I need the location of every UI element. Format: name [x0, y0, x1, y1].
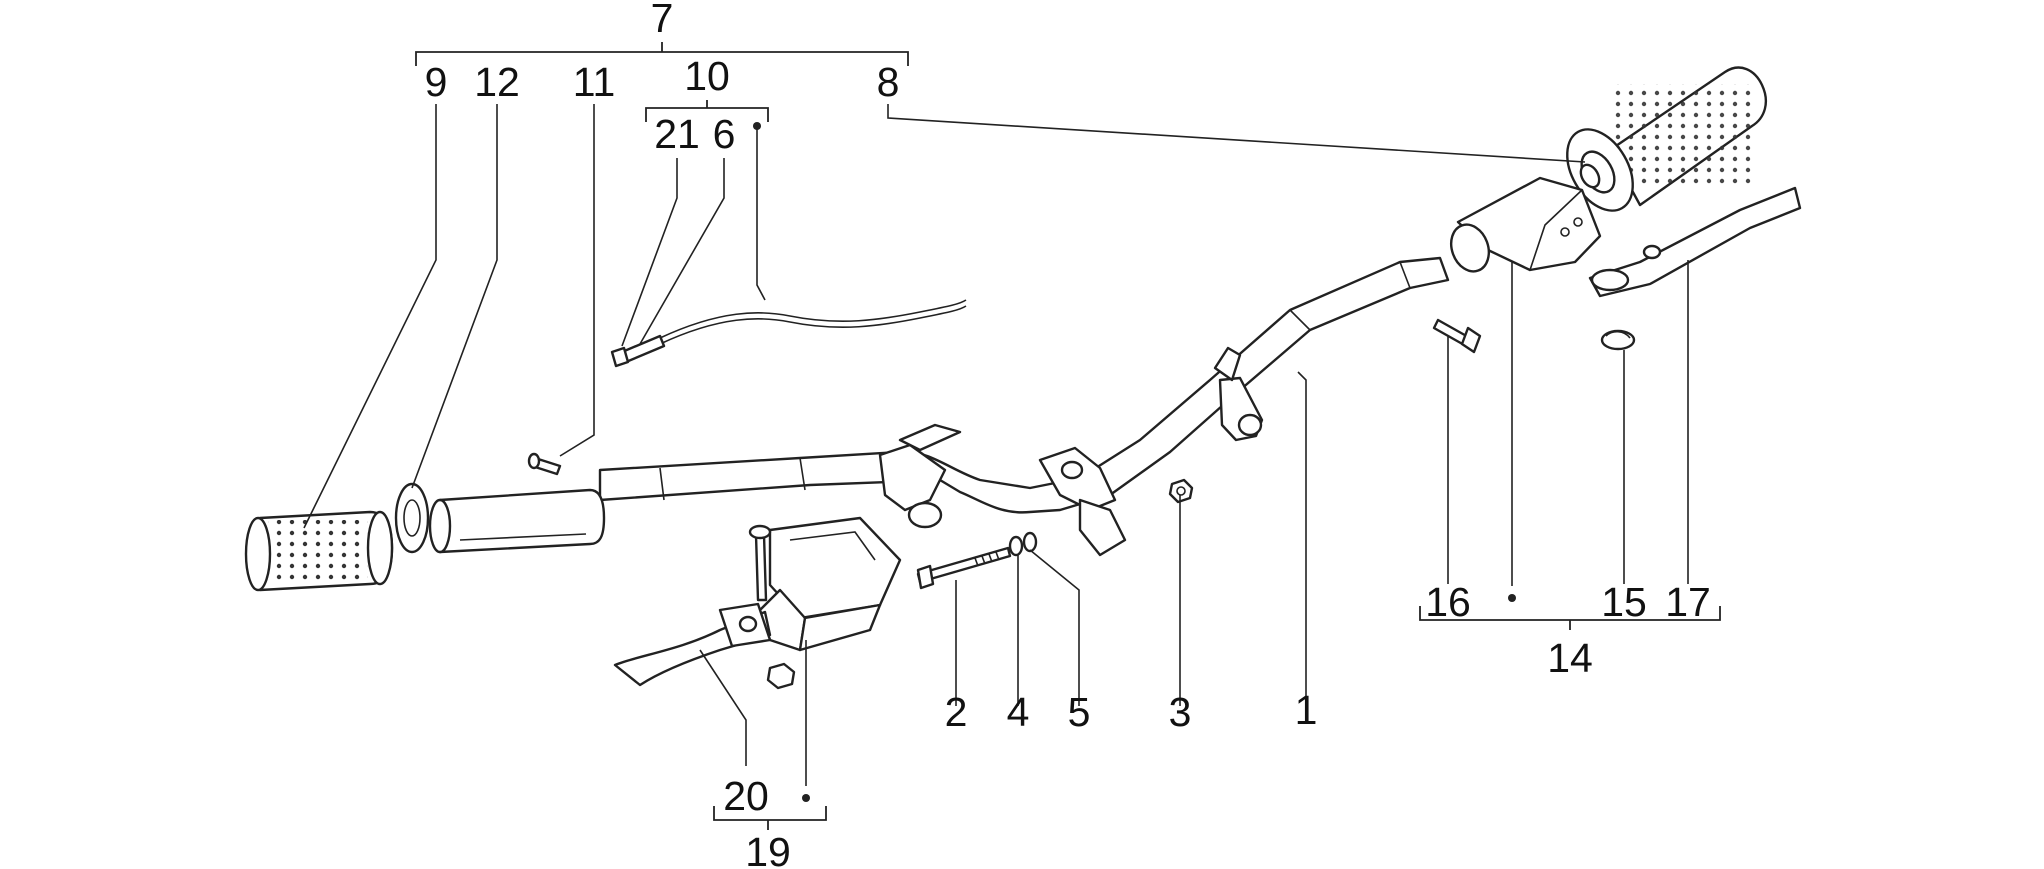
left-grip [244, 510, 394, 592]
label-4: 4 [1007, 689, 1030, 735]
label-5: 5 [1068, 689, 1091, 735]
label-19: 19 [745, 829, 791, 869]
group-bracket-19 [713, 806, 827, 830]
label-16: 16 [1425, 579, 1471, 625]
right-lever [1588, 186, 1802, 298]
nut [1168, 478, 1194, 504]
label-7: 7 [651, 0, 674, 41]
label-3: 3 [1169, 689, 1192, 735]
label-9: 9 [425, 59, 448, 105]
label-12: 12 [474, 59, 520, 105]
group-bracket-14 [1419, 606, 1721, 630]
label-11: 11 [573, 59, 616, 105]
washer-4 [1008, 535, 1024, 557]
right-grip [1566, 66, 1767, 212]
brake-lever [613, 602, 772, 687]
throttle-cable [610, 299, 967, 368]
label-14: 14 [1547, 635, 1593, 681]
group-bracket-10 [645, 100, 769, 122]
label-1: 1 [1295, 687, 1318, 733]
label-10: 10 [684, 53, 730, 99]
label-6: 6 [713, 111, 736, 157]
long-bolt [916, 546, 1012, 590]
leader-lines [303, 104, 1689, 786]
label-21: 21 [654, 111, 700, 157]
label-2: 2 [945, 689, 968, 735]
lever-spring [1600, 329, 1636, 351]
right-lever-bracket [1449, 176, 1602, 273]
bracket-bolt [1432, 318, 1482, 354]
label-15: 15 [1601, 579, 1647, 625]
brake-master-cylinder [748, 516, 902, 690]
washer-5 [1022, 531, 1038, 553]
throttle-tube [428, 488, 606, 554]
group-bracket-7 [415, 42, 909, 66]
handlebar-tube [598, 256, 1450, 557]
flange-washer [394, 482, 430, 554]
label-17: 17 [1665, 579, 1711, 625]
small-screw [527, 452, 562, 476]
label-20: 20 [723, 773, 769, 819]
label-8: 8 [877, 59, 900, 105]
